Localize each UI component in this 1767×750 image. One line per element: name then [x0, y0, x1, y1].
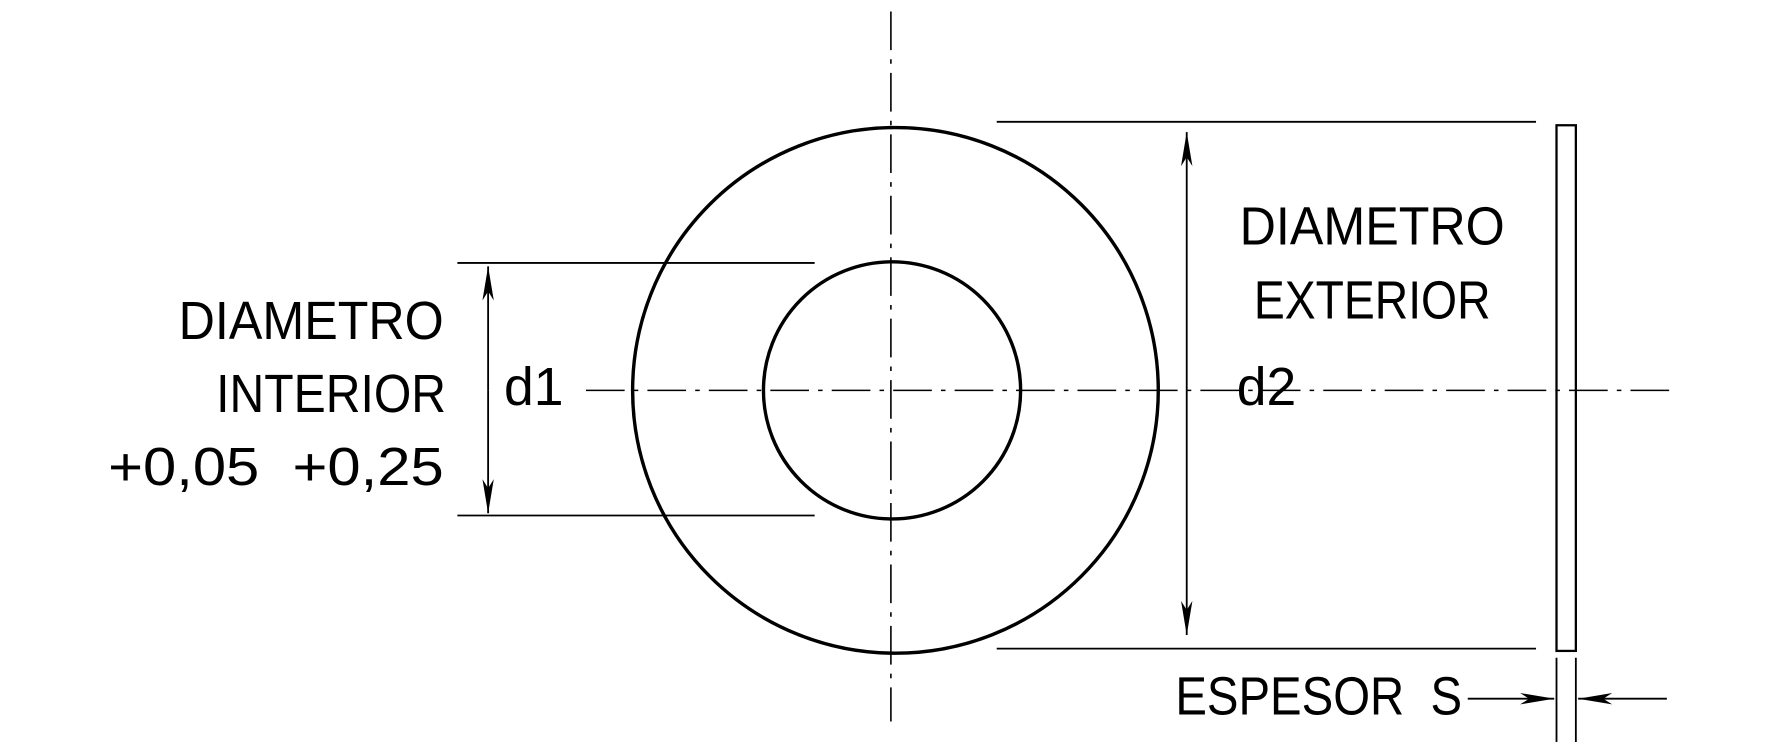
outer-diameter-label-line2: EXTERIOR [1254, 272, 1491, 331]
d2-symbol: d2 [1237, 358, 1296, 417]
outer-diameter-label-line1: DIAMETRO [1240, 198, 1505, 257]
inner-diameter-label-line1: DIAMETRO [179, 292, 444, 351]
d1-symbol: d1 [504, 358, 563, 417]
inner-circle [761, 260, 1023, 521]
outer-circle [630, 125, 1160, 655]
inner-diameter-label-line2: INTERIOR [216, 365, 446, 424]
inner-diameter-tolerance: +0,05 +0,25 [108, 438, 444, 497]
washer-side-view [1555, 124, 1577, 653]
thickness-label: ESPESOR S [1175, 668, 1462, 727]
